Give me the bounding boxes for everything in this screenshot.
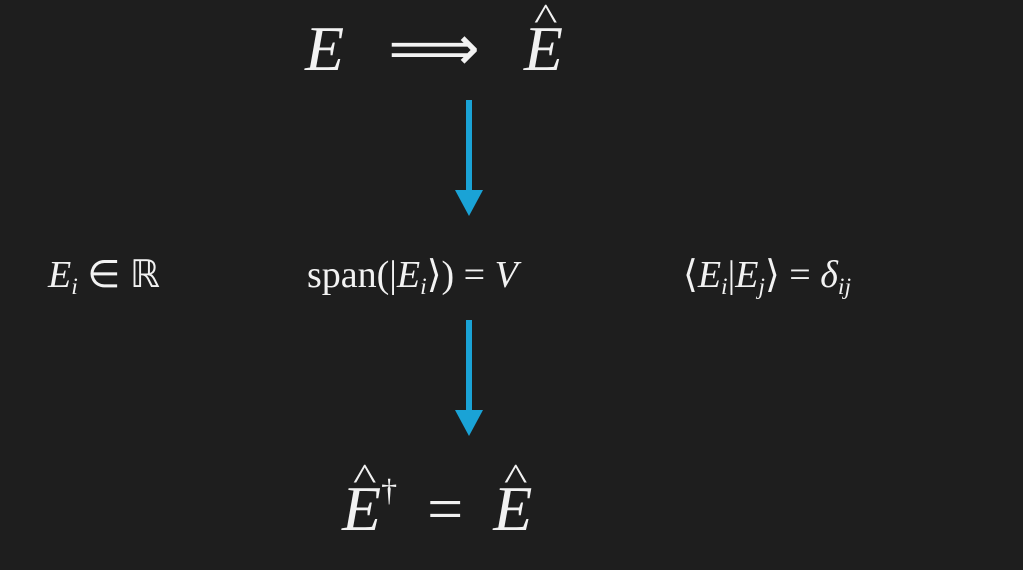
subscript: i: [71, 274, 78, 301]
top-equation: E ⟹ E: [305, 12, 563, 86]
down-arrow-icon: [455, 100, 483, 216]
implies-arrow: ⟹: [388, 13, 480, 84]
operator-e-hat: E: [524, 12, 563, 86]
equals: =: [427, 473, 464, 544]
subscript: i: [721, 274, 728, 301]
orthonormality: ⟨Ei|Ej⟩ = δij: [683, 252, 851, 301]
span-func: span(|: [307, 254, 397, 296]
symbol-e: E: [396, 254, 421, 296]
symbol-e: E: [48, 254, 72, 296]
span-close: ⟩) =: [426, 254, 486, 296]
symbol-e: E: [735, 254, 759, 296]
element-of-reals: ∈ ℝ: [87, 254, 160, 296]
space-v: V: [494, 254, 518, 296]
subscript: ij: [837, 274, 851, 301]
operator-e: E: [305, 13, 345, 84]
operator-e-hat: E: [342, 472, 381, 546]
dagger: †: [381, 472, 398, 509]
subscript: i: [420, 274, 427, 301]
ket-close: ⟩ =: [764, 254, 811, 296]
operator-e-hat: E: [493, 472, 532, 546]
bar: |: [727, 254, 736, 296]
down-arrow-icon: [455, 320, 483, 436]
subscript: j: [758, 274, 765, 301]
eigenvalues-real: Ei ∈ ℝ: [48, 252, 160, 301]
span-statement: span(|Ei⟩) = V: [307, 252, 518, 301]
bra-open: ⟨: [683, 254, 698, 296]
kronecker-delta: δ: [820, 254, 838, 296]
symbol-e: E: [697, 254, 722, 296]
bottom-equation: E† = E: [342, 472, 532, 546]
